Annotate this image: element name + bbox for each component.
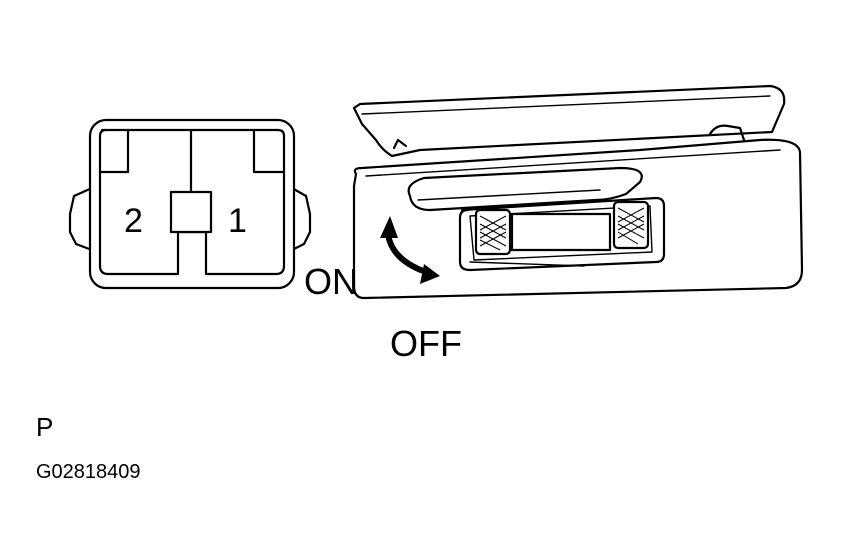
pin-1-label: 1 xyxy=(228,202,247,240)
figure-code: G02818409 xyxy=(36,461,141,483)
pin-2-label: 2 xyxy=(124,202,143,240)
left-lamp-lens-texture xyxy=(479,215,507,251)
right-lamp-lens-texture xyxy=(617,207,645,245)
sun-visor-drawing xyxy=(352,84,804,300)
off-label: OFF xyxy=(390,323,462,364)
connector-drawing xyxy=(68,118,312,290)
on-label: ON xyxy=(304,261,358,302)
figure-letter: P xyxy=(36,412,53,442)
switch-direction-arrow xyxy=(380,216,440,284)
